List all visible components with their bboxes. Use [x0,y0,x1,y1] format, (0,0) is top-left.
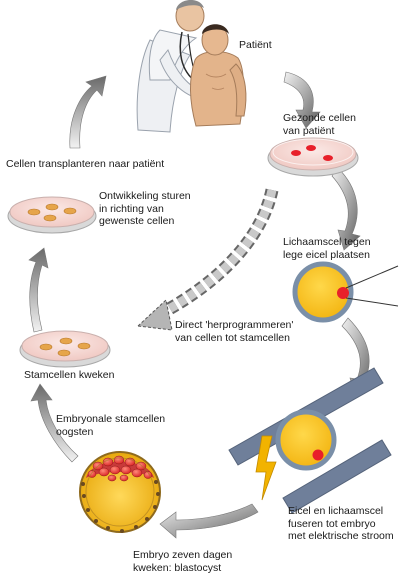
label-line: met elektrische stroom [288,530,394,542]
label-body-cell: Lichaamscel tegen lege eicel plaatsen [283,236,371,261]
label-line: van cellen tot stamcellen [175,331,290,344]
label-transplant: Cellen transplanteren naar patiënt [6,158,165,170]
dashed-arrow-icon [136,188,279,331]
cycle-arrow-icon [159,503,259,539]
label-line: van patiënt [283,124,335,137]
label-harvest: Embryonale stamcellen oogsten [56,413,165,438]
label-patient: Patiënt [239,39,272,51]
blastocyst-icon [79,451,161,533]
label-line: Lichaamscel tegen [283,236,371,248]
label-line: in richting van [99,202,164,215]
petri-dish-icon [267,137,359,177]
label-line: Embryo zeven dagen [133,549,233,561]
label-line: fuseren tot embryo [288,517,376,530]
label-line: Eicel en lichaamscel [288,505,384,517]
label-line: Direct 'herprogrammeren' [175,319,294,331]
petri-dish-icon [19,330,111,368]
lightning-icon [255,435,277,501]
egg-cell-icon [292,261,399,323]
label-line: Ontwikkeling sturen [99,190,191,202]
doctor-patient-illustration [136,0,247,133]
cycle-arrow-icon [28,75,107,463]
label-culture: Stamcellen kweken [24,369,115,381]
label-fuse: Eicel en lichaamscel fuseren tot embryo … [288,505,394,543]
petri-dish-icon [7,196,97,234]
label-line: oogsten [56,425,94,438]
electrodes-icon [228,367,392,514]
label-line: lege eicel plaatsen [283,248,370,261]
label-healthy-cells: Gezonde cellen van patiënt [283,112,356,137]
label-differentiate: Ontwikkeling sturen in richting van gewe… [99,190,191,228]
label-line: gewenste cellen [99,215,175,227]
label-line: Gezonde cellen [283,112,356,124]
label-blastocyst: Embryo zeven dagen kweken: blastocyst [133,549,232,574]
label-line: kweken: blastocyst [133,561,222,574]
label-reprogram: Direct 'herprogrammeren' van cellen tot … [175,319,293,344]
label-line: Embryonale stamcellen [56,413,166,425]
